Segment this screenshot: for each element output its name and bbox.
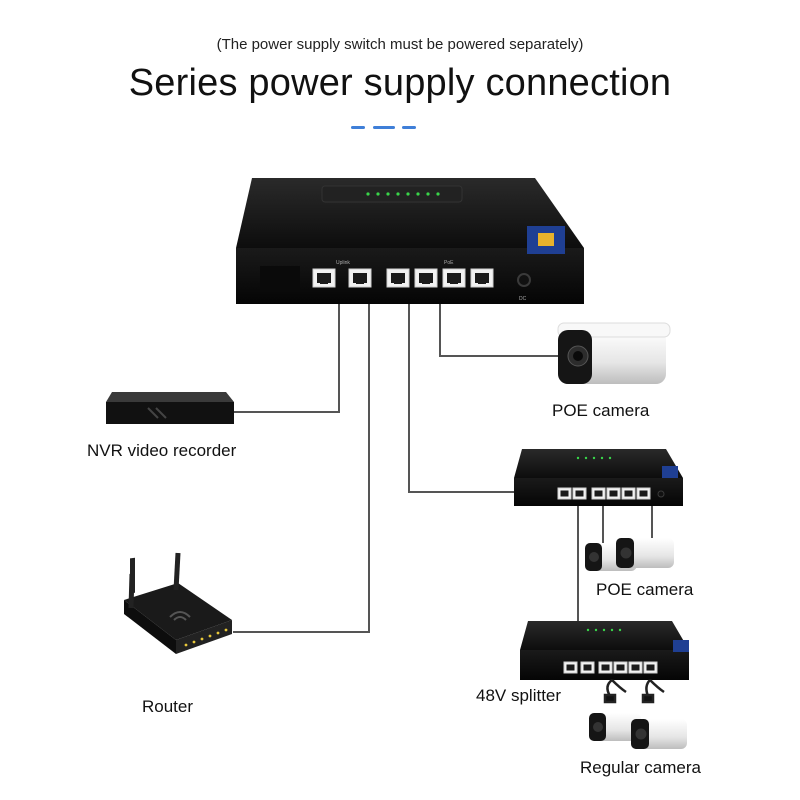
diagram-subtitle: (The power supply switch must be powered…	[216, 36, 584, 53]
poe-switch-icon-second	[514, 449, 683, 506]
cable-second-switch	[408, 296, 514, 493]
bullet-camera-icon	[557, 322, 671, 384]
poe-switch-icon: Uplink PoE DC	[236, 178, 584, 304]
diagram-title: Series power supply connection	[128, 62, 672, 104]
title-accent-dashes	[351, 126, 416, 129]
poe-switch-icon-third	[520, 621, 689, 680]
bullet-camera-pair-bottom	[589, 713, 687, 749]
label-nvr: NVR video recorder	[87, 441, 237, 460]
label-regular-camera: Regular camera	[580, 758, 701, 777]
svg-text:PoE: PoE	[444, 260, 454, 266]
cable-poe-camera-top	[439, 296, 558, 357]
splitter-icon	[603, 679, 665, 704]
router-icon	[124, 552, 232, 654]
label-router: Router	[142, 697, 194, 716]
svg-text:Uplink: Uplink	[336, 260, 350, 266]
cables	[232, 296, 653, 633]
bullet-camera-pair-middle	[585, 538, 674, 571]
cable-nvr	[232, 296, 340, 413]
label-poe-camera-top: POE camera	[552, 401, 650, 420]
svg-text:DC: DC	[519, 296, 527, 302]
label-splitter: 48V splitter	[476, 686, 562, 705]
nvr-icon	[106, 392, 234, 424]
cable-router	[233, 296, 370, 633]
label-poe-camera-middle: POE camera	[596, 580, 694, 599]
